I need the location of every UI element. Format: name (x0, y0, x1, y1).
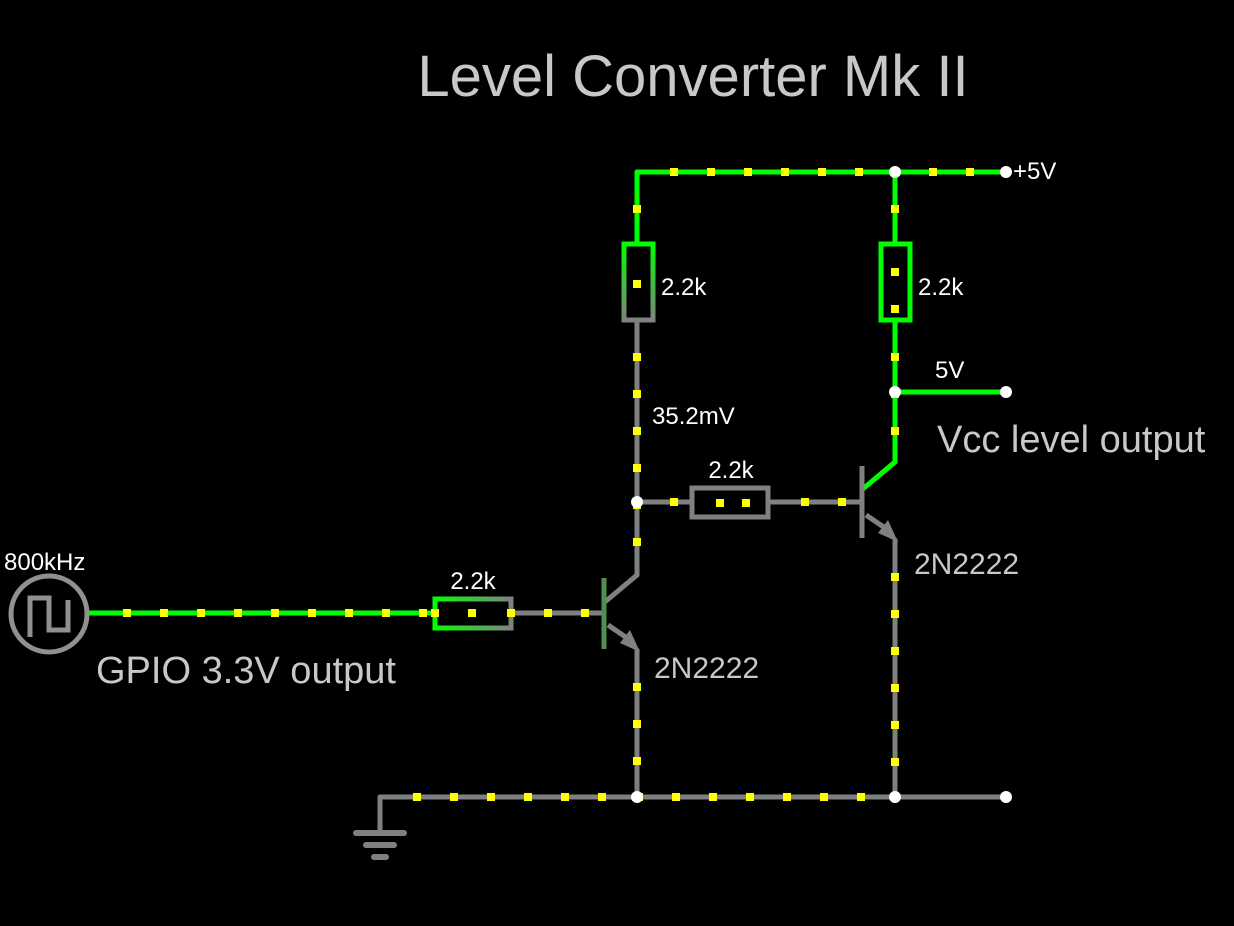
current-dot (450, 793, 458, 801)
current-dot (234, 609, 242, 617)
current-dot (271, 609, 279, 617)
current-dot (891, 758, 899, 766)
current-dot (413, 793, 421, 801)
schematic-title: Level Converter Mk II (417, 44, 968, 109)
current-dot (431, 609, 439, 617)
current-dot (744, 168, 752, 176)
current-dot (561, 793, 569, 801)
current-dot (308, 609, 316, 617)
q1-collector-lead (603, 572, 640, 604)
current-dot (524, 793, 532, 801)
current-dot (891, 573, 899, 581)
current-dot (781, 168, 789, 176)
current-dot (891, 684, 899, 692)
source-frequency-label: 800kHz (4, 549, 85, 576)
current-dot (891, 353, 899, 361)
current-dot (598, 793, 606, 801)
resistor-r3[interactable] (689, 485, 771, 520)
current-dot (818, 168, 826, 176)
terminal-supply[interactable] (1000, 166, 1012, 178)
q1-collector-voltage-label: 35.2mV (652, 403, 735, 430)
current-dot (891, 205, 899, 213)
q2-collector-lead (861, 459, 898, 491)
current-dot (891, 721, 899, 729)
current-dot (746, 793, 754, 801)
resistor-r2-value: 2.2k (918, 274, 964, 301)
current-dot (670, 498, 678, 506)
current-dot (633, 353, 641, 361)
current-dot (382, 609, 390, 617)
current-dot (891, 305, 899, 313)
current-dot (742, 499, 750, 507)
current-dot (672, 793, 680, 801)
ground-icon (353, 830, 407, 860)
current-dot (801, 498, 809, 506)
current-dot (966, 168, 974, 176)
current-dot (891, 268, 899, 276)
current-dot (633, 390, 641, 398)
current-dot (197, 609, 205, 617)
node-q1-collector[interactable] (631, 496, 643, 508)
current-dot (633, 720, 641, 728)
current-dot (633, 205, 641, 213)
wires (87, 169, 1009, 835)
current-dot (633, 464, 641, 472)
current-dot (929, 168, 937, 176)
current-dot (783, 793, 791, 801)
resistor-r3-value: 2.2k (708, 457, 754, 484)
terminal-ground[interactable] (1000, 791, 1012, 803)
nodes (631, 166, 1012, 803)
square-wave-source[interactable] (8, 573, 90, 655)
output-voltage-label: 5V (935, 357, 964, 384)
current-dot (855, 168, 863, 176)
current-dot (838, 498, 846, 506)
terminal-output[interactable] (1000, 386, 1012, 398)
current-dot (633, 280, 641, 288)
current-dot (544, 609, 552, 617)
node-ground-q2[interactable] (889, 791, 901, 803)
current-dot (857, 793, 865, 801)
source-caption: GPIO 3.3V output (96, 650, 396, 692)
current-dot (709, 793, 717, 801)
node-supply-junction[interactable] (889, 166, 901, 178)
current-dot (633, 757, 641, 765)
resistor-r4-value: 2.2k (450, 568, 496, 595)
current-dot (820, 793, 828, 801)
current-dot (633, 427, 641, 435)
transistor-q1-label: 2N2222 (654, 652, 759, 685)
current-dot (507, 609, 515, 617)
current-dot (487, 793, 495, 801)
current-dot (891, 647, 899, 655)
current-dot (633, 683, 641, 691)
current-dot (633, 538, 641, 546)
current-dot (707, 168, 715, 176)
resistor-r1-value: 2.2k (661, 274, 707, 301)
current-dot (419, 609, 427, 617)
current-dot (345, 609, 353, 617)
current-dot (891, 427, 899, 435)
current-dot (123, 609, 131, 617)
current-dot (891, 610, 899, 618)
current-dot (468, 609, 476, 617)
current-dot (670, 168, 678, 176)
node-output-junction[interactable] (889, 386, 901, 398)
output-caption: Vcc level output (937, 419, 1206, 461)
current-dot (160, 609, 168, 617)
transistor-q1[interactable] (601, 578, 640, 652)
transistor-q2-label: 2N2222 (914, 548, 1019, 581)
current-dots (123, 168, 974, 801)
node-ground-q1[interactable] (631, 791, 643, 803)
supply-voltage-label: +5V (1013, 158, 1056, 185)
current-dot (581, 609, 589, 617)
current-dot (716, 499, 724, 507)
transistor-q2[interactable] (859, 466, 898, 542)
